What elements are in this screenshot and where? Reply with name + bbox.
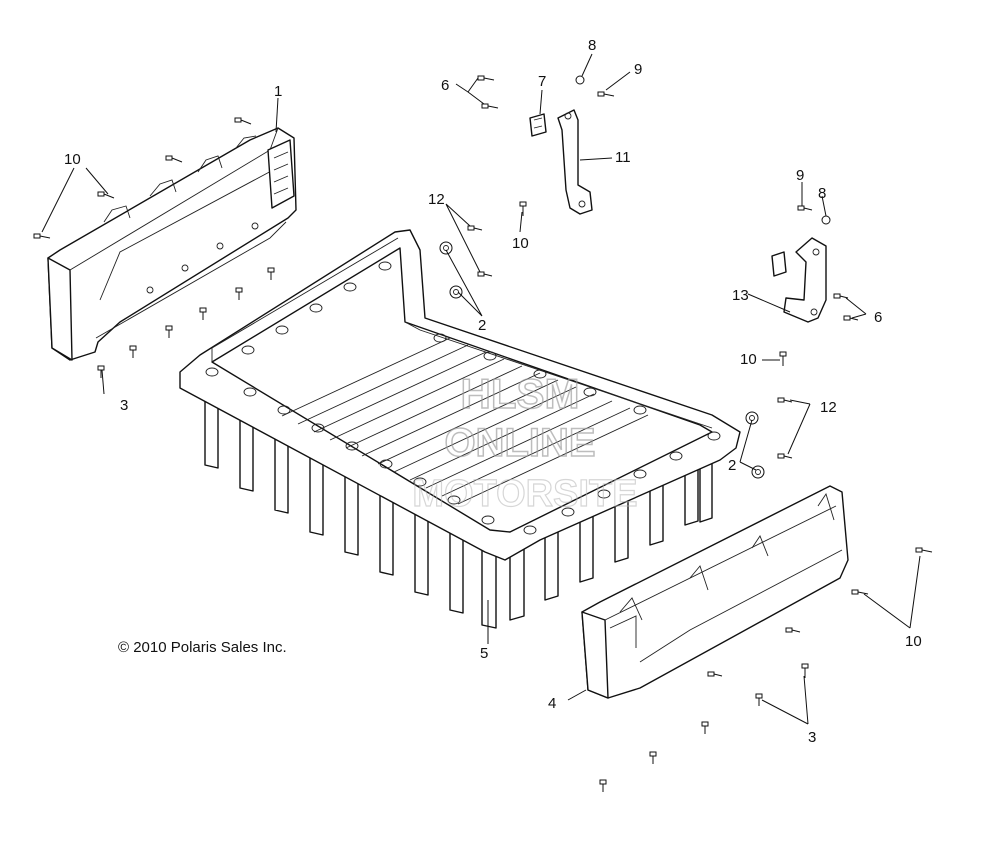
callout-3-right: 3 — [808, 729, 816, 746]
callout-11: 11 — [615, 149, 631, 166]
callout-3-left: 3 — [120, 397, 128, 414]
clip-7 — [529, 113, 547, 137]
callout-10-center: 10 — [512, 235, 529, 252]
callout-10-lower: 10 — [905, 633, 922, 650]
watermark-line1: HLSM — [461, 370, 580, 417]
callout-5: 5 — [480, 645, 488, 662]
callout-6-upper: 6 — [441, 77, 449, 94]
callout-12-right: 12 — [820, 399, 837, 416]
watermark-line3: MOTORSITE — [412, 473, 637, 515]
cargo-box-ribs — [204, 384, 713, 629]
leader-lines — [41, 53, 921, 725]
callout-2-lower: 2 — [728, 457, 736, 474]
callout-8-right: 8 — [818, 185, 826, 202]
watermark: HLSM ONLINE MOTORSITE — [412, 369, 638, 515]
callout-13: 13 — [732, 287, 749, 304]
callout-9-upper: 9 — [634, 61, 642, 78]
callout-10-left: 10 — [64, 151, 81, 168]
callout-12-upper: 12 — [428, 191, 445, 208]
watermark-line2: ONLINE — [444, 421, 595, 465]
callout-4: 4 — [548, 695, 556, 712]
callout-6-right: 6 — [874, 309, 882, 326]
callout-8-upper: 8 — [588, 37, 596, 54]
bracket-11 — [557, 109, 593, 215]
callout-1: 1 — [274, 83, 282, 100]
cargo-box — [179, 229, 741, 629]
callout-2-upper: 2 — [478, 317, 486, 334]
callout-9-right: 9 — [796, 167, 804, 184]
callout-10-right: 10 — [740, 351, 757, 368]
callouts: 1 2 2 3 3 4 5 6 6 7 8 8 9 9 10 10 10 10 … — [64, 37, 922, 746]
copyright-notice: © 2010 Polaris Sales Inc. — [118, 639, 287, 656]
hardware — [33, 75, 933, 792]
cargo-floor-ribs — [281, 337, 649, 505]
side-panel-left — [47, 127, 297, 361]
side-panel-right — [581, 485, 849, 699]
cargo-rim-bosses — [205, 261, 721, 535]
bracket-13 — [771, 237, 827, 323]
callout-7: 7 — [538, 73, 546, 90]
